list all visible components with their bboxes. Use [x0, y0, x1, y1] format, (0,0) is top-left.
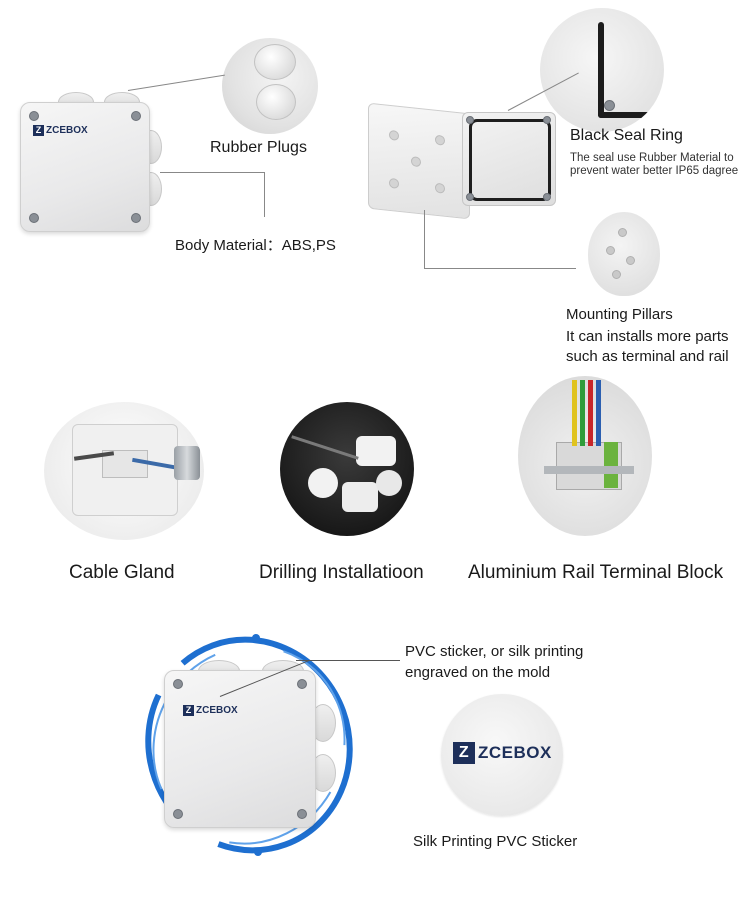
swirl-dot	[252, 634, 260, 642]
swirl-ring-outer	[145, 636, 353, 854]
seal-ring-zoom	[540, 8, 664, 132]
screw-icon	[604, 100, 615, 111]
plug-zoom-1	[254, 44, 296, 80]
wire-yellow	[572, 380, 577, 446]
mounting-pillars-zoom	[588, 212, 660, 296]
fitting	[342, 482, 378, 512]
hole-icon	[435, 134, 445, 146]
seal-ring	[469, 119, 551, 201]
cable-gland-label: Cable Gland	[69, 562, 175, 583]
rail-terminal-label: Aluminium Rail Terminal Block	[468, 562, 724, 583]
pillar-icon	[612, 270, 621, 279]
seal-description: The seal use Rubber Material to prevent …	[570, 152, 739, 177]
wire	[291, 435, 359, 460]
wire-blue	[596, 380, 601, 446]
black-seal-ring-label: Black Seal Ring	[570, 127, 683, 144]
silk-sticker-photo: Z ZCEBOX	[441, 694, 563, 816]
hole-icon	[389, 129, 399, 141]
pillar-icon	[626, 256, 635, 265]
plug-zoom-2	[256, 84, 296, 120]
screw-icon	[297, 809, 307, 819]
brand-logo: Z ZCEBOX	[183, 705, 238, 716]
wire-red	[588, 380, 593, 446]
screw-icon	[543, 116, 551, 124]
pillar-icon	[618, 228, 627, 237]
leader-line	[160, 172, 264, 173]
brand-logo: Z ZCEBOX	[33, 125, 88, 136]
screw-icon	[29, 111, 39, 121]
rail-terminal-photo	[518, 376, 652, 536]
cable-gland-metal	[174, 446, 200, 480]
fitting	[376, 470, 402, 496]
fitting	[308, 468, 338, 498]
leader-line	[296, 660, 400, 661]
closed-box-photo: Z ZCEBOX	[18, 92, 168, 232]
screw-icon	[466, 193, 474, 201]
leader-line	[264, 172, 265, 217]
terminal-green	[604, 442, 618, 488]
leader-line	[424, 268, 576, 269]
drilling-label: Drilling Installatioon	[259, 562, 424, 583]
box-base	[368, 102, 470, 220]
cable-gland-photo	[44, 402, 204, 540]
mounting-pillars-label: Mounting Pillars	[566, 306, 673, 323]
silk-printing-label: Silk Printing PVC Sticker	[413, 833, 578, 850]
din-rail	[544, 466, 634, 474]
wire-green	[580, 380, 585, 446]
screw-icon	[543, 193, 551, 201]
fitting	[356, 436, 396, 466]
brand-logo-mark: Z	[453, 742, 475, 764]
screw-icon	[131, 213, 141, 223]
screw-icon	[466, 116, 474, 124]
brand-logo-text: ZCEBOX	[478, 743, 552, 762]
screw-icon	[29, 213, 39, 223]
pillar-icon	[606, 246, 615, 255]
rubber-plugs-zoom	[222, 38, 318, 134]
mounting-description-1: It can installs more parts	[566, 328, 729, 345]
rubber-plugs-label: Rubber Plugs	[210, 139, 307, 156]
brand-logo-text: ZCEBOX	[196, 705, 238, 716]
hole-icon	[411, 156, 421, 168]
drilling-photo	[280, 402, 414, 536]
mounting-description-2: such as terminal and rail	[566, 348, 729, 365]
leader-line	[424, 210, 425, 268]
brand-logo-text: ZCEBOX	[46, 125, 88, 136]
screw-icon	[297, 679, 307, 689]
box-lid	[462, 112, 556, 206]
sticker-line-1: PVC sticker, or silk printing	[405, 643, 584, 660]
leader-line	[127, 74, 225, 91]
brand-logo-mark: Z	[183, 705, 194, 716]
seal-ring-zoom-bottom	[598, 112, 658, 118]
sticker-box-photo: Z ZCEBOX	[164, 656, 340, 832]
brand-logo-mark: Z	[33, 125, 44, 136]
open-box-photo	[362, 100, 562, 220]
brand-logo: Z ZCEBOX	[453, 742, 552, 764]
seal-ring-zoom-edge	[598, 22, 604, 118]
screw-icon	[173, 809, 183, 819]
sticker-line-2: engraved on the mold	[405, 664, 551, 681]
swirl-dot	[254, 848, 262, 856]
screw-icon	[131, 111, 141, 121]
body-material-label: Body Material：ABS,PS	[175, 237, 336, 254]
hole-icon	[435, 182, 445, 194]
screw-icon	[173, 679, 183, 689]
hole-icon	[389, 177, 399, 189]
box-body: Z ZCEBOX	[20, 102, 150, 232]
box-body: Z ZCEBOX	[164, 670, 316, 828]
